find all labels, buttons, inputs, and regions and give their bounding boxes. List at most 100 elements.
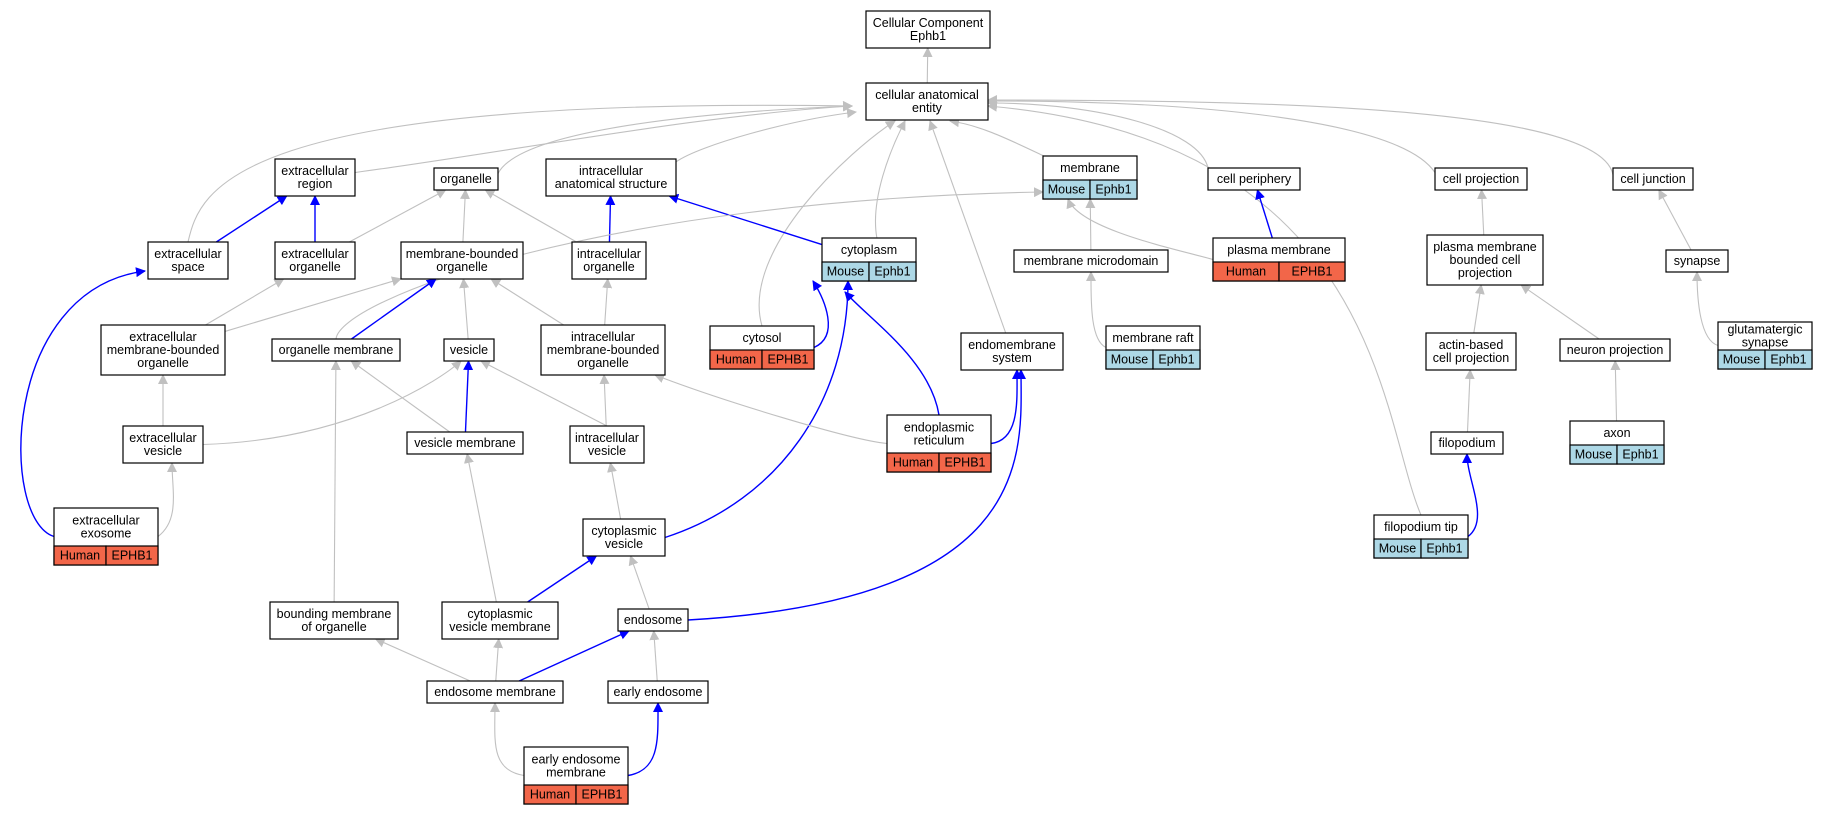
node-label-line: extracellular xyxy=(154,247,221,261)
node-label-line: filopodium xyxy=(1439,436,1496,450)
node-mmd[interactable]: membrane microdomain xyxy=(1013,249,1169,273)
edge-abcp-to-pmbcp xyxy=(1473,284,1485,334)
node-label-line: Cellular Component xyxy=(873,16,984,30)
species-label: Human xyxy=(893,456,933,470)
annotation-cell xyxy=(1420,538,1469,559)
node-label-line: membrane xyxy=(1060,161,1120,175)
edge-es-to-cae xyxy=(187,100,853,243)
edge-er-to-cae xyxy=(354,101,853,174)
edge-mmd-to-mem xyxy=(1085,198,1096,251)
edge-vm-to-om xyxy=(350,360,451,433)
node-label-line: system xyxy=(992,351,1032,365)
node-cp[interactable]: cell periphery xyxy=(1207,167,1301,191)
edge-syn-to-cj xyxy=(1658,189,1692,251)
edge-emem-to-cvm xyxy=(493,638,504,682)
edge-mbo-to-org xyxy=(460,189,471,243)
node-label-line: membrane-bounded xyxy=(547,343,660,357)
node-box xyxy=(426,680,564,704)
node-box xyxy=(569,425,645,464)
edge-embo-to-eorg xyxy=(205,278,285,326)
node-label-line: vesicle xyxy=(144,444,182,458)
node-box xyxy=(1430,431,1504,455)
node-label-line: plasma membrane xyxy=(1227,243,1331,257)
edge-embo-to-mbo xyxy=(224,276,402,332)
node-box xyxy=(406,431,524,455)
edge-exo-to-ev xyxy=(157,462,178,537)
node-ee[interactable]: early endosome xyxy=(607,680,709,704)
edge-cv-to-iv xyxy=(607,462,622,520)
node-syn[interactable]: synapse xyxy=(1665,249,1729,273)
edge-cvm-to-vm xyxy=(464,453,497,603)
edge-cyto-to-ias xyxy=(668,193,823,246)
node-box xyxy=(441,601,559,640)
annotation-cell xyxy=(1764,349,1813,370)
node-vm[interactable]: vesicle membrane xyxy=(406,431,524,455)
node-endo[interactable]: endosome xyxy=(617,608,689,632)
node-ves[interactable]: vesicle xyxy=(443,338,495,362)
gene-label: EPHB1 xyxy=(945,456,986,470)
node-box xyxy=(1665,249,1729,273)
node-cj[interactable]: cell junction xyxy=(1612,167,1694,191)
node-label-line: Ephb1 xyxy=(910,29,946,43)
node-label-line: axon xyxy=(1603,426,1630,440)
node-box xyxy=(443,338,495,362)
edge-cproj-to-cae xyxy=(987,96,1436,173)
node-box xyxy=(1207,167,1301,191)
node-box xyxy=(100,324,226,376)
edge-eorg-to-org xyxy=(349,189,447,243)
node-emem[interactable]: endosome membrane xyxy=(426,680,564,704)
node-cproj[interactable]: cell projection xyxy=(1434,167,1528,191)
node-box xyxy=(274,158,356,197)
node-box xyxy=(1426,234,1544,286)
node-org[interactable]: organelle xyxy=(433,167,499,191)
node-filo[interactable]: filopodium xyxy=(1430,431,1504,455)
node-om[interactable]: organelle membrane xyxy=(271,338,401,362)
edge-imbo-to-iorg xyxy=(602,278,613,326)
node-label-line: synapse xyxy=(1742,336,1789,350)
node-label-line: endoplasmic xyxy=(904,421,974,435)
species-label: Mouse xyxy=(1048,183,1086,197)
edge-cyto-to-cae xyxy=(874,120,906,239)
node-box xyxy=(617,608,689,632)
node-label-line: early endosome xyxy=(532,753,621,767)
edge-mr-to-mmd xyxy=(1085,271,1107,348)
node-box xyxy=(274,241,356,280)
node-label-line: organelle xyxy=(137,356,188,370)
node-label-line: vesicle membrane xyxy=(414,436,515,450)
node-label-line: extracellular xyxy=(129,431,196,445)
node-label-line: extracellular xyxy=(129,330,196,344)
edge-emem-to-endo xyxy=(518,630,630,682)
node-box xyxy=(122,425,204,464)
node-np[interactable]: neuron projection xyxy=(1559,338,1671,362)
node-label-line: organelle membrane xyxy=(279,343,394,357)
